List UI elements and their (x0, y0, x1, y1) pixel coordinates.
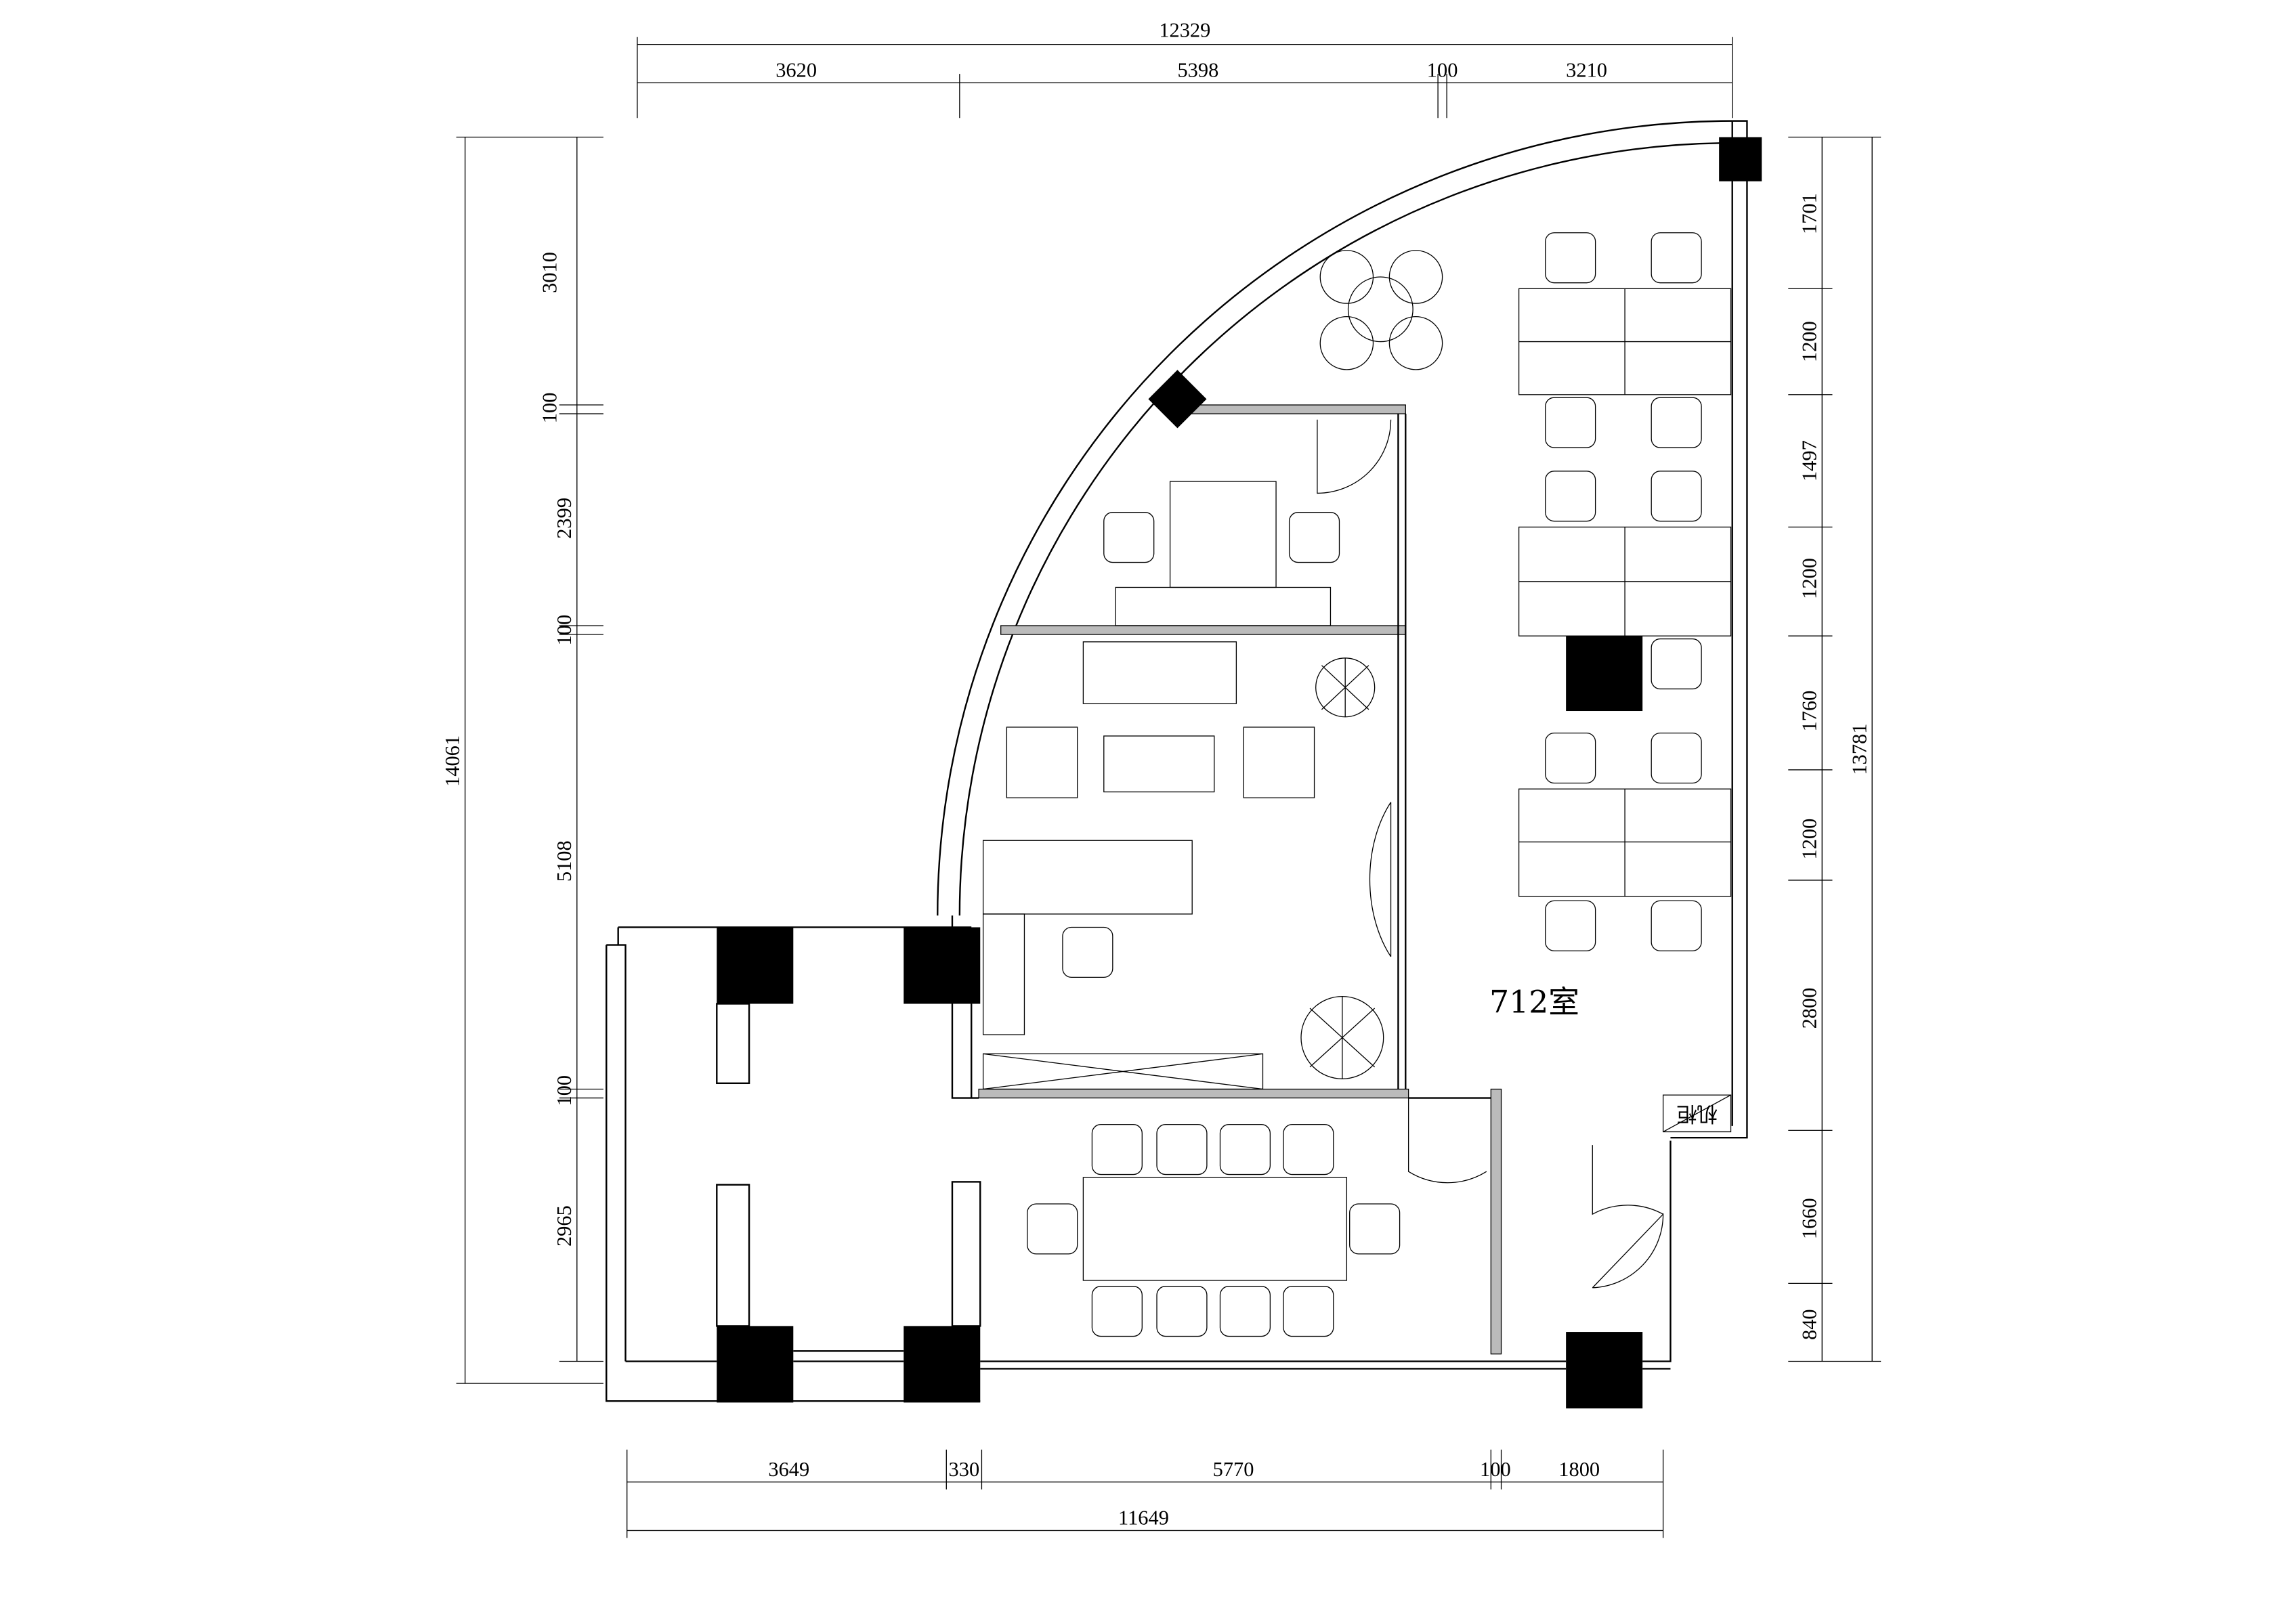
furniture: 机柜 (982, 232, 1732, 1337)
dim-left: 2399 (553, 498, 576, 539)
dim-bottom: 3649 (768, 1458, 809, 1481)
chair (1651, 232, 1702, 284)
office-desk (982, 840, 1193, 915)
dim-top-total: 12329 (1159, 19, 1210, 42)
partition-walls (978, 404, 1502, 1355)
chair (1288, 512, 1340, 563)
dim-top: 5398 (1177, 58, 1218, 81)
dim-right: 1760 (1798, 691, 1821, 732)
dim-top: 3210 (1566, 58, 1607, 81)
dim-right: 1701 (1798, 193, 1821, 234)
armchair (1006, 727, 1078, 798)
dimension-lines (456, 37, 1882, 1538)
dim-right: 1200 (1798, 558, 1821, 599)
desk-return (982, 913, 1025, 1035)
dim-bottom: 1800 (1558, 1458, 1600, 1481)
dim-left: 2965 (553, 1205, 576, 1247)
chair (1545, 471, 1596, 522)
manager-desk (1169, 481, 1277, 588)
chair (1156, 1286, 1208, 1337)
conference-table (1082, 1177, 1348, 1281)
chair (1062, 926, 1113, 978)
dim-left: 3010 (538, 252, 561, 293)
chair (1091, 1124, 1143, 1175)
chair (1545, 732, 1596, 784)
cabinet-box: 机柜 (1662, 1094, 1732, 1133)
chair (1651, 732, 1702, 784)
dim-right-total: 13781 (1848, 724, 1871, 775)
dim-top: 3620 (775, 58, 817, 81)
round-table-set (1319, 250, 1443, 370)
dim-right: 2800 (1798, 988, 1821, 1029)
chair (1027, 1203, 1078, 1255)
sofa (1082, 641, 1237, 704)
armchair (1243, 727, 1315, 798)
doors (1317, 419, 1664, 1289)
chair (1103, 512, 1155, 563)
chair (1545, 397, 1596, 448)
dim-left: 100 (538, 393, 561, 424)
chair (1349, 1203, 1401, 1255)
dim-bottom: 330 (949, 1458, 980, 1481)
dim-left: 100 (553, 1075, 576, 1106)
dim-left: 100 (553, 615, 576, 646)
chair (1651, 638, 1702, 690)
chair (1651, 471, 1702, 522)
dim-left: 5108 (553, 840, 576, 882)
chair (1156, 1124, 1208, 1175)
cabinet (1115, 586, 1332, 626)
dim-right: 1200 (1798, 819, 1821, 860)
chair (1091, 1286, 1143, 1337)
chair (1651, 900, 1702, 951)
dim-bottom-total: 11649 (1118, 1507, 1169, 1530)
chair (1283, 1124, 1334, 1175)
cabinet-label: 机柜 (1676, 1102, 1718, 1125)
chair (1283, 1286, 1334, 1337)
dim-bottom: 100 (1480, 1458, 1511, 1481)
dim-top: 100 (1427, 58, 1458, 81)
dim-right: 1660 (1798, 1198, 1821, 1239)
bookcase (982, 1053, 1264, 1090)
chair (1545, 232, 1596, 284)
dim-bottom: 5770 (1213, 1458, 1254, 1481)
room-label: 712室 (1489, 985, 1579, 1020)
columns (716, 137, 1762, 1409)
dim-right: 1497 (1798, 440, 1821, 481)
plant (1300, 995, 1384, 1079)
coffee-table (1103, 735, 1215, 793)
chair (1219, 1286, 1271, 1337)
dimension-labels: 12329 3620 5398 100 3210 14061 3010 100 … (441, 19, 1871, 1530)
outer-walls (605, 120, 1748, 1402)
chair (1651, 397, 1702, 448)
chair (1545, 900, 1596, 951)
dim-right: 840 (1798, 1309, 1821, 1340)
plant (1315, 657, 1376, 718)
chair (1219, 1124, 1271, 1175)
dim-left-total: 14061 (441, 735, 464, 787)
dim-right: 1200 (1798, 321, 1821, 362)
